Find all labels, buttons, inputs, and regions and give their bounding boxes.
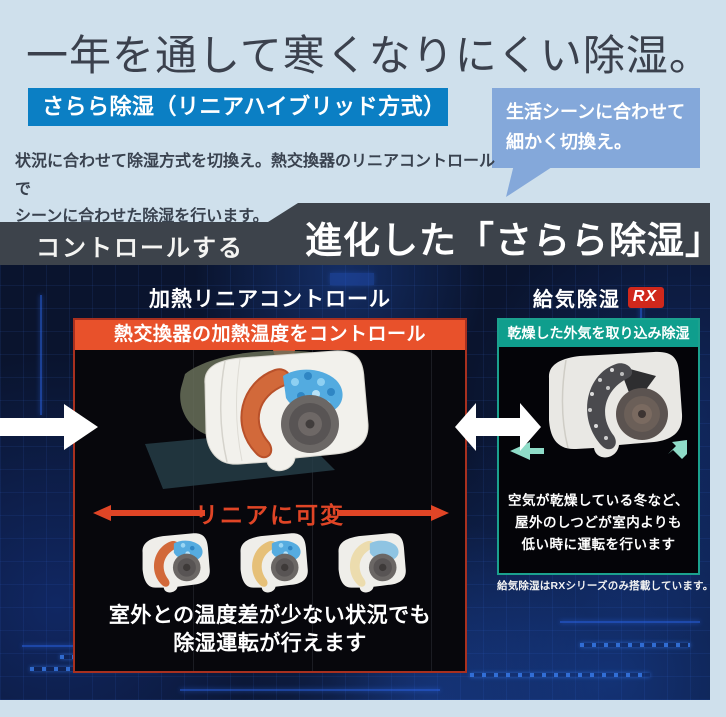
linear-states-row bbox=[75, 526, 465, 596]
right-panel-body: 空気が乾燥している冬など、 屋外のしつどが室内よりも 低い時に運転を行います bbox=[499, 490, 698, 556]
left-caption-line-1: 室外との温度差が少ない状況でも bbox=[108, 604, 432, 627]
right-body-line-2: 屋外のしつどが室内よりも bbox=[515, 515, 682, 530]
heat-control-panel: 熱交換器の加熱温度をコントロール リニアに可変 bbox=[73, 318, 467, 673]
dry-exchanger-crescent bbox=[587, 363, 633, 450]
left-panel-heading: 加熱リニアコントロール bbox=[149, 288, 391, 311]
intake-dehumidify-panel: 乾燥した外気を取り込み除湿 空気が乾燥している冬など、 屋外のしつどが室内よりも… bbox=[497, 318, 700, 575]
right-panel-heading: 給気除湿 RX bbox=[497, 283, 700, 312]
right-body-line-3: 低い時に運転を行います bbox=[521, 537, 676, 552]
intro-text: 状況に合わせて除湿方式を切換え。熱交換器のリニアコントロールで シーンに合わせた… bbox=[15, 148, 495, 231]
droplet bbox=[327, 388, 335, 396]
rx-model-badge: RX bbox=[627, 287, 665, 308]
intro-line-2: シーンに合わせた除湿を行います。 bbox=[15, 208, 269, 226]
fan-hub bbox=[305, 419, 315, 429]
bottom-margin bbox=[0, 700, 726, 717]
linear-variable-label: リニアに可変 bbox=[195, 502, 345, 528]
unit-panel-line bbox=[219, 360, 228, 463]
circuit-dots bbox=[580, 643, 690, 647]
circuit-trace bbox=[40, 295, 42, 415]
right-heading-label: 給気除湿 bbox=[532, 289, 621, 311]
circuit-dots bbox=[470, 673, 650, 677]
linear-arrow-right-icon bbox=[337, 505, 449, 521]
callout-bubble-tail bbox=[506, 167, 552, 197]
feature-badge: さらら除湿（リニアハイブリッド方式） bbox=[28, 88, 448, 126]
unit-panel-line bbox=[561, 359, 569, 449]
banner-left-label: コントロールする bbox=[36, 235, 244, 262]
intake-unit-illustration bbox=[510, 351, 687, 460]
intro-line-1: 状況に合わせて除湿方式を切換え。熱交換器のリニアコントロールで bbox=[15, 153, 496, 198]
left-panel-caption: 室外との温度差が少ない状況でも 除湿運転が行えます bbox=[75, 602, 465, 658]
unit-state-hot bbox=[142, 533, 210, 593]
intake-arrow-icon bbox=[510, 442, 544, 460]
unit-panel-line bbox=[235, 358, 243, 462]
callout-bubble: 生活シーンに合わせて 細かく切換え。 bbox=[492, 88, 700, 168]
droplet bbox=[291, 378, 299, 386]
banner-right-label: 進化した「さらら除湿」 bbox=[305, 218, 723, 262]
droplet bbox=[304, 372, 312, 380]
swap-arrow-icon bbox=[455, 403, 541, 451]
droplet bbox=[317, 378, 325, 386]
circuit-trace bbox=[22, 645, 112, 647]
circuit-trace bbox=[560, 621, 700, 623]
unit-state-mild bbox=[338, 533, 406, 593]
indoor-unit-cutaway-illustration bbox=[145, 350, 369, 489]
rx-availability-note: 給気除湿はRXシリーズのみ搭載しています。 bbox=[497, 580, 714, 592]
heat-control-ribbon: 熱交換器の加熱温度をコントロール bbox=[75, 320, 465, 350]
left-caption-line-2: 除湿運転が行えます bbox=[173, 632, 367, 655]
circuit-trace bbox=[180, 689, 440, 691]
right-body-line-1: 空気が乾燥している冬など、 bbox=[508, 493, 689, 508]
flow-arrow-right-icon bbox=[0, 404, 98, 450]
circuit-trace bbox=[330, 273, 374, 285]
page-title: 一年を通して寒くなりにくい除湿。 bbox=[26, 31, 712, 80]
intake-arrow-icon bbox=[668, 440, 687, 459]
fan-hub bbox=[638, 410, 646, 418]
callout-line-2: 細かく切換え。 bbox=[506, 131, 632, 152]
callout-line-1: 生活シーンに合わせて bbox=[506, 102, 686, 122]
linear-arrow-left-icon bbox=[93, 505, 205, 521]
unit-state-warm bbox=[240, 533, 308, 593]
intake-ribbon: 乾燥した外気を取り込み除湿 bbox=[499, 320, 698, 347]
